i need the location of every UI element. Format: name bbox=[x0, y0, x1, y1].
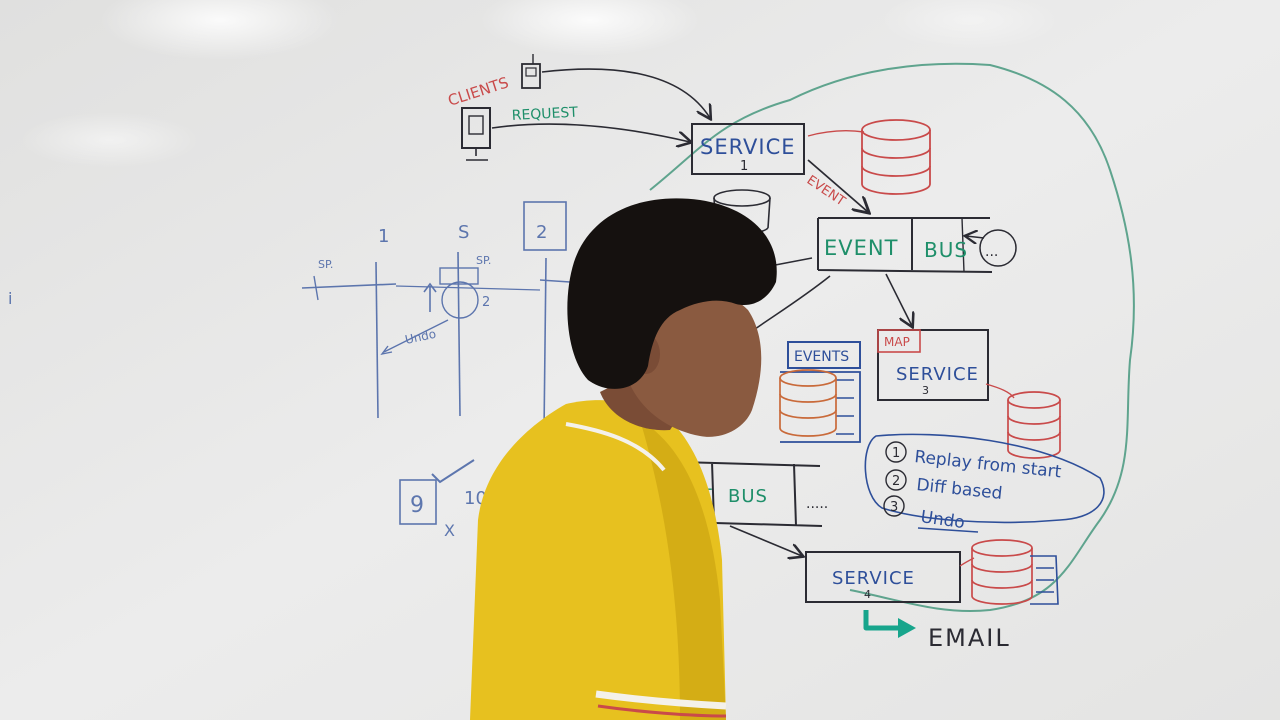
service-3-number: 3 bbox=[922, 384, 929, 397]
check-icon bbox=[431, 459, 475, 484]
bus-to-service-3-arrow bbox=[885, 273, 912, 326]
light-glare bbox=[880, 0, 1060, 50]
sketch-col-s: S bbox=[458, 222, 469, 243]
service-1-to-bus-arrow bbox=[807, 159, 868, 212]
database-icon bbox=[779, 369, 837, 437]
option-2-circle bbox=[885, 469, 907, 491]
presenter bbox=[470, 198, 777, 720]
sketch-nine: 9 bbox=[410, 493, 424, 518]
event-bus-bottom-dots: ..... bbox=[806, 496, 828, 512]
light-glare bbox=[100, 0, 340, 60]
shirt-collar bbox=[565, 422, 666, 472]
database-icon bbox=[971, 539, 1033, 605]
option-1-number: 1 bbox=[892, 446, 900, 461]
shirt-sleeve-stripe bbox=[595, 690, 727, 710]
presenter-hair bbox=[567, 198, 777, 389]
email-label: EMAIL bbox=[928, 624, 1011, 652]
service-1-label: SERVICE bbox=[700, 135, 796, 159]
option-3-circle bbox=[883, 495, 905, 517]
event-bus-top-event: EVENT bbox=[824, 236, 898, 260]
sketch-sp-right: SP. bbox=[476, 254, 491, 267]
bus-link-left bbox=[769, 257, 813, 267]
extra-consumer-dots: ... bbox=[985, 244, 998, 260]
extra-consumer-circle bbox=[979, 229, 1017, 267]
request-label: REQUEST bbox=[511, 105, 578, 124]
database-icon bbox=[1007, 391, 1061, 459]
bus-to-service-4-arrow bbox=[729, 525, 802, 556]
system-cloud-outline bbox=[649, 62, 1135, 612]
option-1-circle bbox=[885, 441, 907, 463]
option-3-underline bbox=[917, 527, 979, 533]
events-store-label: EVENTS bbox=[794, 349, 849, 365]
email-arrow-icon bbox=[863, 610, 916, 638]
request-arrow bbox=[491, 123, 690, 142]
sketch-two: 2 bbox=[482, 295, 490, 310]
sketch-undo-label: Undo bbox=[404, 327, 438, 347]
option-3-number: 3 bbox=[890, 500, 898, 515]
sketch-x: X bbox=[444, 521, 455, 540]
light-glare bbox=[20, 112, 200, 168]
shirt-shadow bbox=[640, 420, 726, 720]
event-bus-top: EVENT BUS ... bbox=[817, 217, 1017, 273]
sketch-nine-box bbox=[399, 479, 437, 525]
service-4-label: SERVICE bbox=[832, 568, 915, 589]
service-3-db-link bbox=[985, 383, 1015, 399]
service-1-number: 1 bbox=[740, 159, 748, 174]
light-glare bbox=[480, 0, 700, 56]
event-bus-bottom-bus: BUS bbox=[728, 486, 768, 507]
computer-monitor-icon bbox=[461, 107, 491, 161]
map-tag-box bbox=[877, 329, 921, 353]
event-bus-top-bus: BUS bbox=[924, 238, 968, 262]
sketch-sp-left: SP. bbox=[318, 258, 333, 271]
database-icon bbox=[861, 119, 931, 195]
service-4-box: SERVICE 4 bbox=[805, 551, 961, 603]
service-4-number: 4 bbox=[864, 588, 871, 601]
service-1-db-link bbox=[807, 130, 865, 137]
phone-to-service-arrow bbox=[541, 68, 710, 118]
consumer-to-bus-arrow bbox=[966, 236, 985, 238]
service-3-box: MAP SERVICE 3 bbox=[877, 329, 989, 401]
phone-icon bbox=[521, 54, 541, 89]
service-1-box: SERVICE 1 bbox=[691, 123, 805, 175]
service-4-db-link bbox=[959, 557, 975, 567]
service-3-label: SERVICE bbox=[896, 364, 979, 385]
sketch-col-2-box bbox=[523, 201, 567, 251]
sketch-col-2: 2 bbox=[536, 222, 547, 243]
map-tag-label: MAP bbox=[884, 335, 910, 349]
events-store: EVENTS bbox=[780, 341, 861, 443]
sketch-undo-arrow bbox=[383, 319, 449, 353]
sketch-col-1: 1 bbox=[378, 226, 389, 247]
option-2-number: 2 bbox=[892, 474, 900, 489]
service-4-log-store bbox=[1030, 555, 1059, 605]
board-edge-mark: i bbox=[8, 289, 12, 308]
